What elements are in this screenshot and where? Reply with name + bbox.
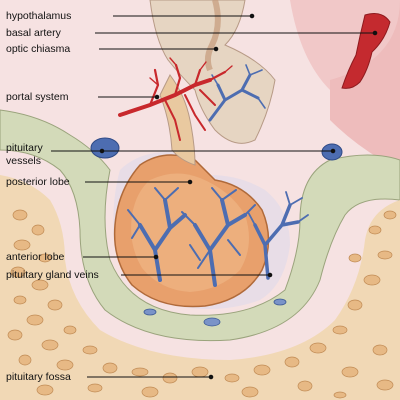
label-pituitary-fossa: pituitary fossa: [6, 371, 71, 383]
left-pituitary-vessel: [90, 137, 120, 159]
pituitary-gland-highlight: [131, 173, 249, 292]
label-basal-artery: basal artery: [6, 27, 61, 39]
bone-cells: [7, 209, 397, 399]
label-portal-system: portal system: [6, 91, 69, 103]
hypothalamus-region: [149, 0, 276, 144]
label-optic-chiasma: optic chiasma: [6, 43, 71, 55]
right-pink-tissue: [330, 0, 400, 170]
outer-veins: [208, 64, 309, 280]
outer-pink-tissue: [0, 0, 400, 150]
sphenoid-bone: [0, 175, 400, 400]
basal-artery-shape: [341, 13, 391, 89]
label-posterior-lobe: posterior lobe: [6, 176, 70, 188]
label-pituitary-vessels-line2: vessels: [6, 155, 42, 167]
label-pituitary-gland-veins: pituitary gland veins: [6, 269, 99, 281]
sella-membrane: [0, 109, 400, 342]
portal-arteries: [118, 57, 233, 141]
label-anterior-lobe: anterior lobe: [6, 251, 65, 263]
leader-lines: [51, 13, 378, 380]
label-pituitary-vessels-line1: pituitary: [6, 142, 43, 154]
hypothalamus-band: [204, 0, 221, 72]
gland-veins: [127, 187, 256, 287]
label-hypothalamus: hypothalamus: [6, 10, 72, 22]
small-vessels: [143, 298, 287, 327]
